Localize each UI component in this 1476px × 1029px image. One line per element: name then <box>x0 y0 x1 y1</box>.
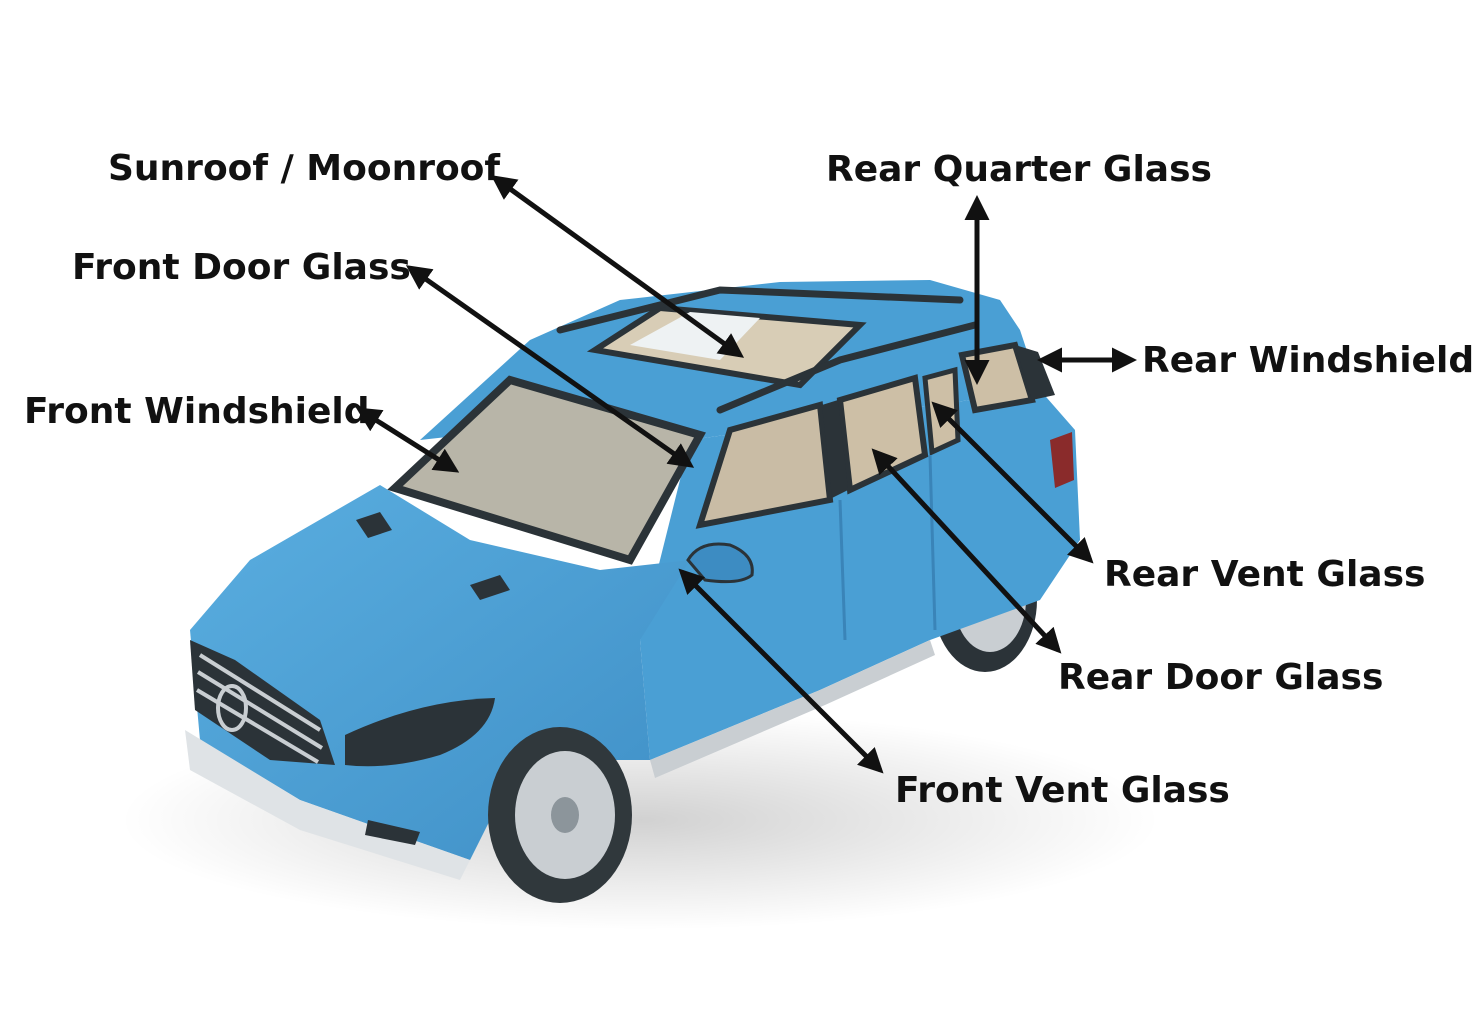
label-front-windshield: Front Windshield <box>24 391 370 432</box>
headlight <box>345 698 495 767</box>
hood-vent-2 <box>470 575 510 600</box>
arrow-front-windshield <box>355 407 460 473</box>
front-wheel <box>488 727 632 903</box>
car-hood <box>190 485 690 860</box>
label-sunroof: Sunroof / Moonroof <box>108 148 501 189</box>
arrow-rear-door-glass <box>871 448 1062 654</box>
callout-arrows <box>355 175 1137 774</box>
front-bumper <box>185 730 470 880</box>
arrow-front-vent-glass <box>678 568 884 774</box>
roof-rail-right <box>716 321 979 414</box>
rear-windshield-pane <box>1015 345 1055 400</box>
front-grille <box>190 640 335 765</box>
arrow-front-door-glass <box>405 265 695 468</box>
label-front-door-glass: Front Door Glass <box>72 247 411 288</box>
label-rear-windshield: Rear Windshield <box>1142 340 1475 381</box>
label-rear-quarter-glass: Rear Quarter Glass <box>826 149 1212 190</box>
hood-vent <box>356 512 392 538</box>
label-rear-vent-glass: Rear Vent Glass <box>1104 554 1426 595</box>
label-rear-door-glass: Rear Door Glass <box>1058 657 1384 698</box>
fog-lamp <box>365 820 420 845</box>
label-front-vent-glass: Front Vent Glass <box>895 770 1230 811</box>
b-pillar <box>822 400 848 498</box>
front-door-glass-pane <box>695 401 834 529</box>
